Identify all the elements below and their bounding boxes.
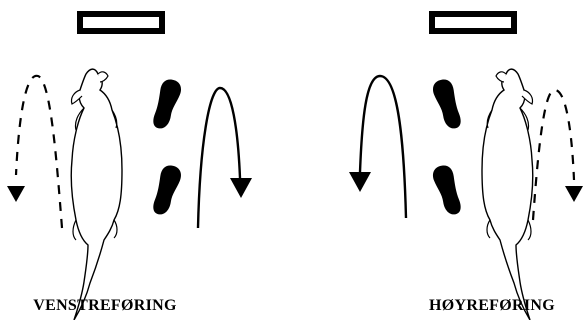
dog-icon-right [481, 68, 534, 320]
dog-icon-left [70, 68, 123, 320]
footprint-icon-left-top [152, 77, 183, 131]
dog-path-dashed-right [531, 88, 583, 221]
caption-right: HØYREFØRING [429, 297, 555, 314]
caption-left: VENSTREFØRING [33, 297, 177, 314]
wall-bar-left [77, 11, 165, 34]
handler-path-solid-right [349, 74, 408, 219]
footprint-icon-right-top [431, 77, 462, 131]
handler-path-solid-left [196, 86, 252, 229]
panel-right: HØYREFØRING [349, 11, 583, 320]
wall-bar-right [429, 11, 517, 34]
panel-left: VENSTREFØRING [7, 11, 252, 320]
footprint-icon-right-bottom [431, 163, 462, 217]
footprint-icon-left-bottom [152, 163, 183, 217]
dog-path-dashed-left [7, 74, 64, 229]
